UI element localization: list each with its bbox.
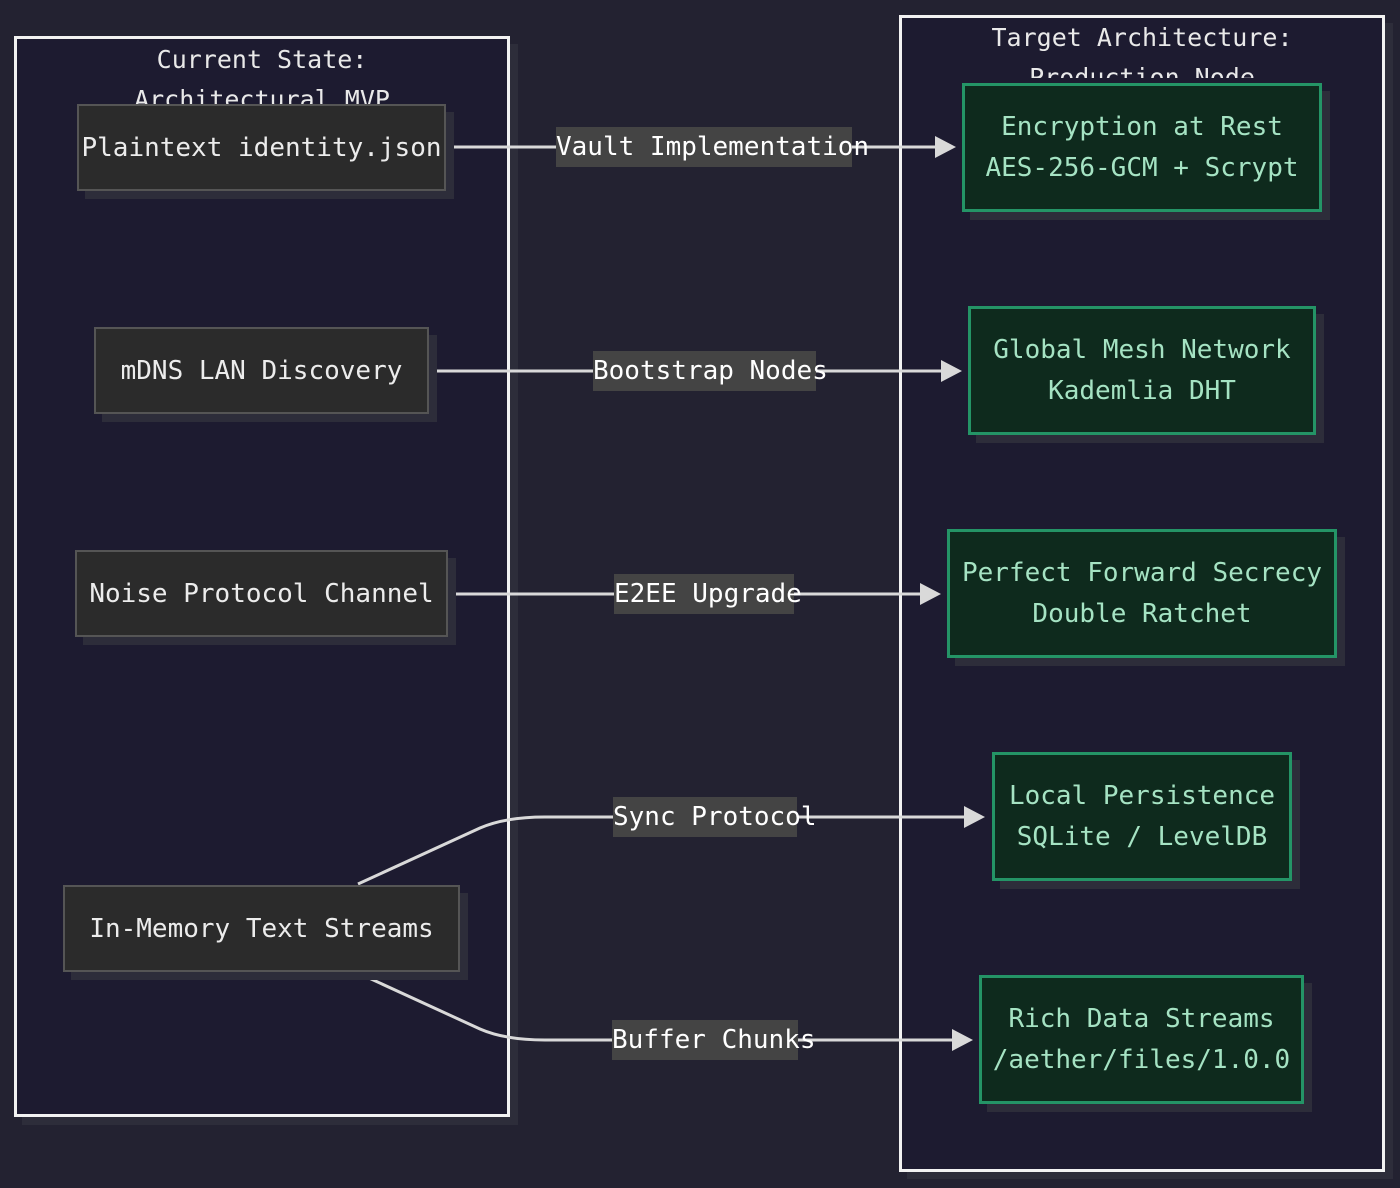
edge-label-vault-implementation: Vault Implementation <box>556 127 869 167</box>
in-memory-text-streams-node[interactable]: In-Memory Text Streams <box>63 885 460 972</box>
rich-data-streams-title: Rich Data Streams <box>1008 1003 1275 1034</box>
arrowhead-e2ee <box>920 583 941 605</box>
current-cluster-title-line1: Current State: <box>156 45 368 74</box>
target-cluster-title-line2: Production Node <box>1029 63 1255 78</box>
noise-protocol-channel-node[interactable]: Noise Protocol Channel <box>75 550 448 637</box>
encryption-at-rest-title: Encryption at Rest <box>1001 111 1283 142</box>
target-cluster-title-line1: Target Architecture: <box>991 23 1293 52</box>
arrowhead-sync <box>964 806 985 828</box>
encryption-at-rest-node[interactable]: Encryption at Rest AES-256-GCM + Scrypt <box>962 83 1322 212</box>
global-mesh-network-title: Global Mesh Network <box>993 334 1291 365</box>
local-persistence-detail: SQLite / LevelDB <box>1016 821 1268 852</box>
plaintext-identity-label: Plaintext identity.json <box>81 132 442 163</box>
global-mesh-network-node[interactable]: Global Mesh Network Kademlia DHT <box>968 306 1316 435</box>
in-memory-text-streams-label: In-Memory Text Streams <box>89 913 434 944</box>
arrowhead-buffer <box>952 1029 973 1051</box>
plaintext-identity-node[interactable]: Plaintext identity.json <box>77 104 446 191</box>
perfect-forward-secrecy-title: Perfect Forward Secrecy <box>961 557 1323 588</box>
edge-label-e2ee-upgrade: E2EE Upgrade <box>614 574 802 614</box>
perfect-forward-secrecy-detail: Double Ratchet <box>1032 598 1252 629</box>
perfect-forward-secrecy-node[interactable]: Perfect Forward Secrecy Double Ratchet <box>947 529 1337 658</box>
edge-label-sync-protocol: Sync Protocol <box>613 797 817 837</box>
edge-buffer-chunks <box>357 971 952 1042</box>
encryption-at-rest-detail: AES-256-GCM + Scrypt <box>985 152 1299 183</box>
global-mesh-network-detail: Kademlia DHT <box>1048 375 1236 406</box>
mdns-lan-discovery-label: mDNS LAN Discovery <box>120 355 403 386</box>
rich-data-streams-node[interactable]: Rich Data Streams /aether/files/1.0.0 <box>979 975 1304 1104</box>
target-cluster-title: Target Architecture: Production Node <box>902 18 1382 78</box>
edge-label-buffer-chunks: Buffer Chunks <box>612 1020 816 1060</box>
noise-protocol-channel-label: Noise Protocol Channel <box>89 578 434 609</box>
local-persistence-title: Local Persistence <box>1008 780 1276 811</box>
mdns-lan-discovery-node[interactable]: mDNS LAN Discovery <box>94 327 429 414</box>
edge-sync-protocol <box>357 815 964 886</box>
rich-data-streams-detail: /aether/files/1.0.0 <box>992 1044 1291 1075</box>
arrowhead-bootstrap <box>941 360 962 382</box>
edge-label-bootstrap-nodes: Bootstrap Nodes <box>593 351 828 391</box>
arrowhead-vault <box>935 136 956 158</box>
local-persistence-node[interactable]: Local Persistence SQLite / LevelDB <box>992 752 1292 881</box>
